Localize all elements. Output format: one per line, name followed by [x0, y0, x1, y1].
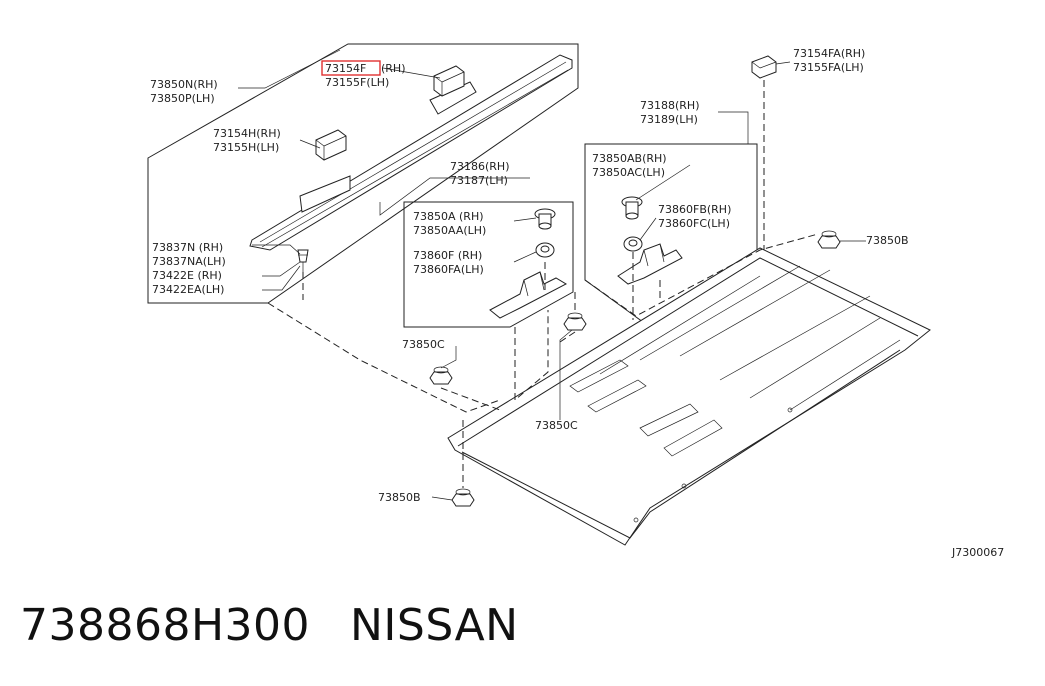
clip-73850a — [534, 208, 556, 230]
label-73155fa: 73155FA(LH) — [793, 61, 864, 74]
nut-73850c-left — [429, 366, 453, 385]
label-73860fb: 73860FB(RH) — [658, 203, 731, 216]
label-73850a: 73850A (RH) — [413, 210, 484, 223]
label-73154h: 73154H(RH) — [213, 127, 281, 140]
part-highlight-box — [321, 60, 381, 76]
label-73850c-mid: 73850C — [535, 419, 578, 432]
label-73155f: 73155F(LH) — [325, 76, 389, 89]
nut-73850c-mid — [563, 312, 587, 331]
label-73850b-bottom: 73850B — [378, 491, 421, 504]
diagram-code: J7300067 — [951, 546, 1004, 559]
label-73850ab: 73850AB(RH) — [592, 152, 667, 165]
label-73850p: 73850P(LH) — [150, 92, 215, 105]
label-73837na: 73837NA(LH) — [152, 255, 226, 268]
bracket-73186 — [489, 271, 568, 319]
label-73837n: 73837N (RH) — [152, 241, 223, 254]
clip-73860f — [535, 242, 555, 258]
label-73154f-side: (RH) — [381, 62, 406, 75]
roof-rail — [249, 54, 573, 251]
label-73850ac: 73850AC(LH) — [592, 166, 665, 179]
clip-73837n — [297, 249, 309, 272]
nut-73850b-bottom — [451, 488, 475, 507]
label-73186: 73186(RH) — [450, 160, 510, 173]
label-73860f: 73860F (RH) — [413, 249, 482, 262]
label-73188: 73188(RH) — [640, 99, 700, 112]
clip-73860fb — [623, 236, 643, 252]
label-73850b-right: 73850B — [866, 234, 909, 247]
label-73422e: 73422E (RH) — [152, 269, 222, 282]
rail-inset-frame — [147, 43, 579, 304]
label-73860fa: 73860FA(LH) — [413, 263, 484, 276]
label-73154fa: 73154FA(RH) — [793, 47, 865, 60]
label-73189: 73189(LH) — [640, 113, 698, 126]
cap-73154fa — [751, 55, 777, 79]
cap-73154f — [433, 65, 465, 97]
nut-73850b-right — [817, 230, 841, 249]
parts-diagram: 73154F (RH) 73155F(LH) 73850N(RH) 73850P… — [147, 43, 1004, 559]
caption-brand: NISSAN — [350, 600, 519, 651]
assembly-lines — [267, 80, 819, 488]
label-73187: 73187(LH) — [450, 174, 508, 187]
leader-lines — [238, 49, 866, 501]
label-73850c-left: 73850C — [402, 338, 445, 351]
bracket-73188 — [617, 243, 683, 285]
label-73860fc: 73860FC(LH) — [658, 217, 730, 230]
label-73422ea: 73422EA(LH) — [152, 283, 224, 296]
label-73155h: 73155H(LH) — [213, 141, 279, 154]
caption-part-number: 738868H300 — [20, 600, 311, 651]
cap-73154h — [315, 129, 347, 161]
clip-73850ab — [621, 196, 643, 220]
label-73850aa: 73850AA(LH) — [413, 224, 486, 237]
roof-panel — [447, 247, 931, 546]
label-73850n: 73850N(RH) — [150, 78, 218, 91]
label-73154f: 73154F — [325, 62, 366, 75]
bracket-inset-frame — [403, 201, 574, 328]
